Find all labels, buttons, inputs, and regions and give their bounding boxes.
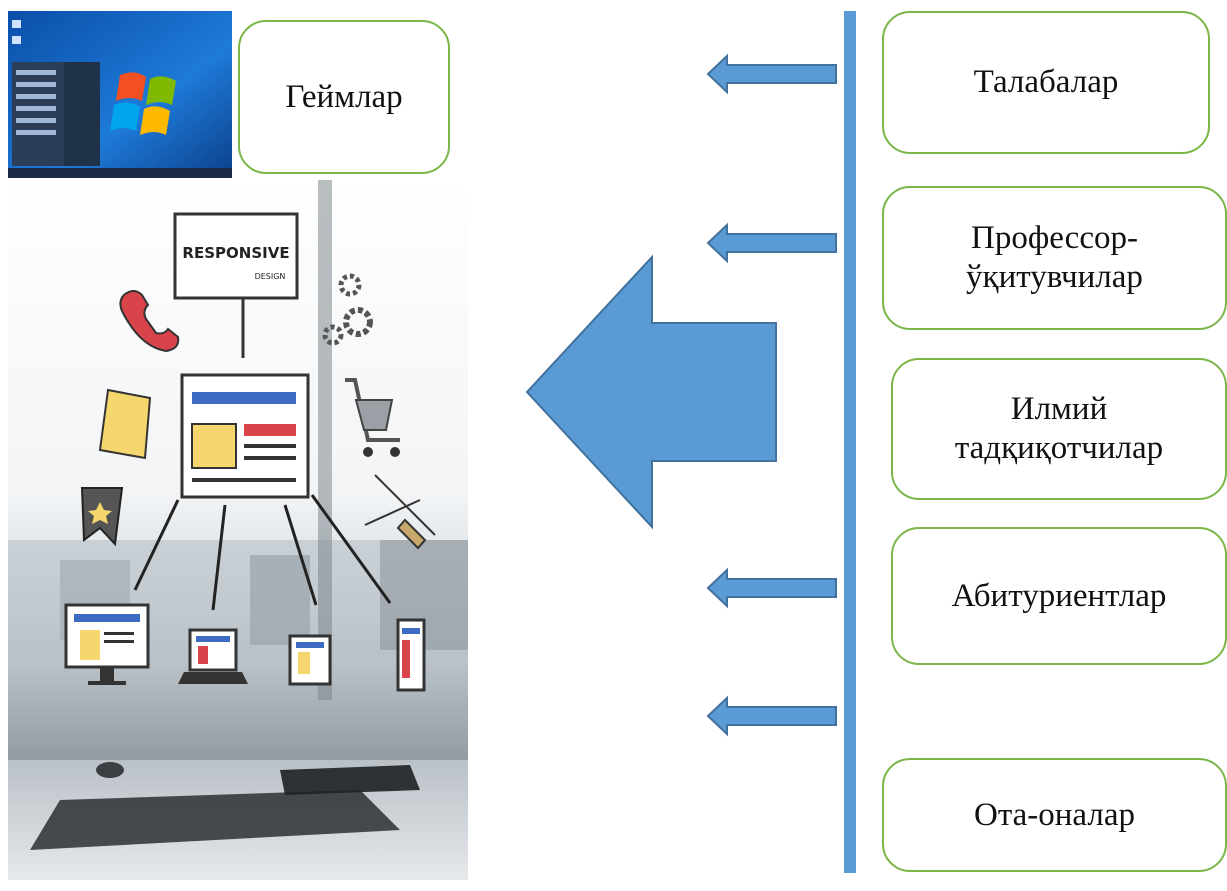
desktop-screenshot-image (8, 11, 232, 178)
games-box: Геймлар (238, 20, 450, 174)
audience-box-parents: Ота-оналар (882, 758, 1227, 872)
pen-tool-icon (364, 474, 436, 550)
windows-logo-icon (110, 72, 176, 135)
arrow-from-professors (706, 222, 837, 264)
audience-box-students: Талабалар (882, 11, 1210, 154)
laptop-icon (178, 628, 248, 684)
phone-icon (396, 618, 426, 692)
responsive-sign-line1: RESPONSIVE (182, 244, 289, 262)
audience-box-label: Абитуриентлар (951, 577, 1167, 614)
responsive-sign-line2: DESIGN (255, 272, 286, 281)
desktop-monitor-icon (64, 603, 150, 685)
audience-box-applicants: Абитуриентлар (891, 527, 1227, 665)
audience-box-label: Профессор- ўқитувчилар (966, 220, 1143, 295)
audience-box-professors: Профессор- ўқитувчилар (882, 186, 1227, 330)
shopping-cart-icon (345, 378, 400, 457)
large-left-arrow (525, 254, 777, 530)
webpage-sketch-icon (180, 373, 310, 499)
sticky-note-icon (98, 388, 152, 460)
telephone-handset-icon (119, 290, 180, 353)
arrow-from-applicants (706, 567, 837, 609)
audience-box-label: Талабалар (973, 64, 1119, 101)
vertical-connector-bar (844, 11, 856, 873)
responsive-design-illustration: RESPONSIVE DESIGN (8, 180, 468, 880)
audience-box-label: Ота-оналар (973, 796, 1135, 833)
audience-box-researchers: Илмий тадқиқотчилар (891, 358, 1227, 500)
arrow-from-parents (706, 695, 837, 737)
gears-icon (322, 273, 373, 346)
audience-box-label: Илмий тадқиқотчилар (954, 391, 1164, 466)
responsive-design-sign: RESPONSIVE DESIGN (173, 212, 299, 358)
tablet-icon (288, 634, 332, 686)
arrow-to-games (706, 53, 837, 95)
star-bookmark-icon (80, 487, 124, 547)
games-box-label: Геймлар (285, 78, 403, 115)
